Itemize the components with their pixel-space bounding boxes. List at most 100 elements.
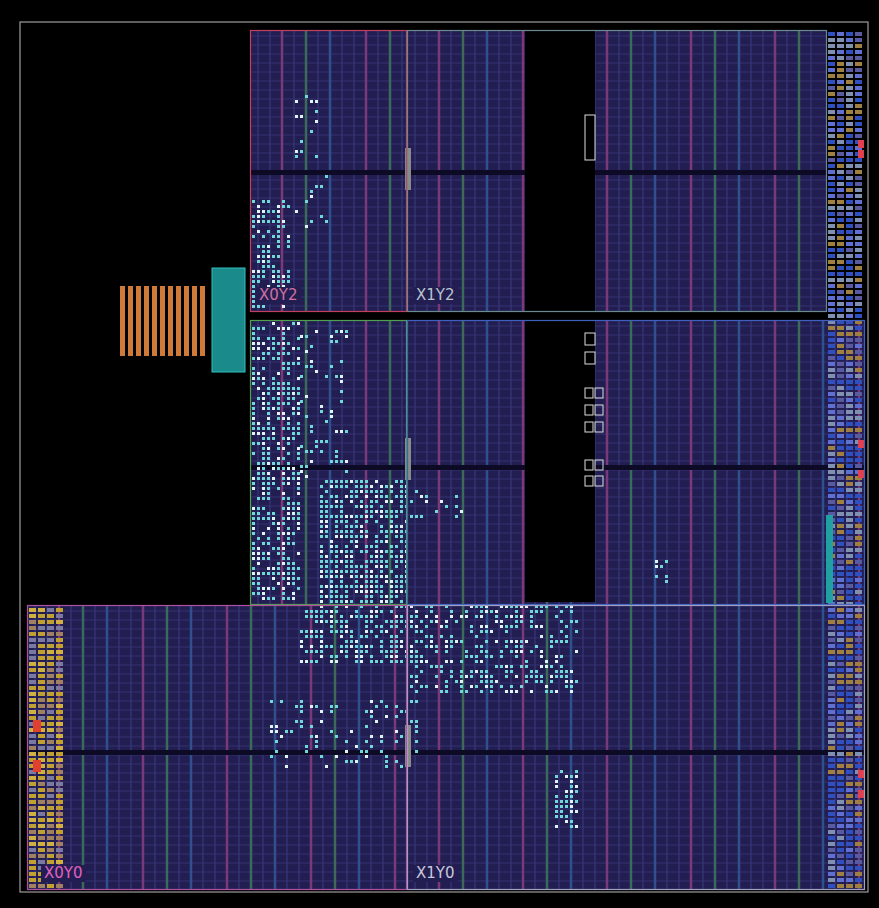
io-pad: [855, 608, 862, 612]
fabric-grid: [27, 30, 865, 890]
placed-cell: [272, 220, 275, 223]
placed-cell: [340, 530, 343, 533]
placed-cell: [287, 582, 290, 585]
placed-cell: [385, 565, 388, 568]
io-pad: [855, 122, 862, 126]
io-pad: [29, 884, 36, 888]
placed-cell: [257, 577, 260, 580]
placed-cell: [282, 542, 285, 545]
placed-cell: [295, 150, 298, 153]
placed-cell: [252, 402, 255, 405]
io-pad: [837, 152, 844, 156]
placed-cell: [272, 512, 275, 515]
io-pad: [47, 788, 54, 792]
placed-cell: [355, 480, 358, 483]
placed-cell: [380, 575, 383, 578]
io-pad: [29, 686, 36, 690]
placed-cell: [282, 362, 285, 365]
placed-cell: [277, 220, 280, 223]
column-line: [606, 320, 609, 605]
placed-cell: [370, 585, 373, 588]
io-pad: [855, 176, 862, 180]
tile-line: [250, 72, 407, 73]
placed-cell: [320, 185, 323, 188]
io-pad: [837, 482, 844, 486]
placed-cell: [297, 477, 300, 480]
io-pad: [846, 116, 853, 120]
placed-cell: [365, 495, 368, 498]
placed-cell: [287, 562, 290, 565]
io-pad: [846, 374, 853, 378]
io-pad: [846, 872, 853, 876]
placed-cell: [252, 532, 255, 535]
placed-cell: [282, 547, 285, 550]
io-pad: [855, 104, 862, 108]
placed-cell: [350, 500, 353, 503]
placed-cell: [287, 235, 290, 238]
io-pad: [837, 182, 844, 186]
io-pad: [38, 620, 45, 624]
placed-cell: [365, 590, 368, 593]
io-pad: [855, 782, 862, 786]
io-pad: [855, 530, 862, 534]
io-pad: [837, 644, 844, 648]
column-line: [95, 605, 96, 890]
io-pad: [837, 362, 844, 366]
clock-spine: [27, 750, 865, 755]
io-pad: [47, 620, 54, 624]
io-pad: [846, 608, 853, 612]
placed-cell: [297, 487, 300, 490]
placed-cell: [262, 392, 265, 395]
placed-cell: [257, 582, 260, 585]
tile-line: [250, 252, 407, 253]
placed-cell: [282, 507, 285, 510]
placed-cell: [295, 210, 298, 213]
io-pad: [47, 776, 54, 780]
placed-cell: [257, 572, 260, 575]
io-pad: [47, 764, 54, 768]
placed-cell: [287, 382, 290, 385]
placed-cell: [370, 595, 373, 598]
placed-cell: [370, 545, 373, 548]
tile-line: [250, 162, 407, 163]
placed-cell: [325, 585, 328, 588]
io-pad: [47, 740, 54, 744]
io-pad: [837, 56, 844, 60]
column-line: [106, 605, 109, 890]
placed-cell: [345, 470, 348, 473]
placed-cell: [345, 515, 348, 518]
io-pad: [846, 722, 853, 726]
io-pad: [855, 506, 862, 510]
io-pad: [855, 734, 862, 738]
io-pad: [837, 62, 844, 66]
placed-cell: [305, 450, 308, 453]
io-pad: [47, 848, 54, 852]
tile-line: [407, 515, 865, 516]
io-pad: [56, 830, 63, 834]
placed-cell: [390, 515, 393, 518]
io-pad: [846, 548, 853, 552]
device-outline: [20, 22, 868, 892]
io-pad: [837, 680, 844, 684]
clock-region-ground: [27, 605, 407, 890]
placed-cell: [252, 482, 255, 485]
column-line: [287, 605, 288, 890]
placed-cell: [262, 200, 265, 203]
tile-line: [407, 180, 827, 181]
tile-line: [250, 551, 407, 552]
io-pad: [29, 692, 36, 696]
io-pad: [855, 170, 862, 174]
io-pad: [855, 590, 862, 594]
placed-cell: [390, 580, 393, 583]
column-line: [643, 605, 644, 890]
placed-cell: [380, 560, 383, 563]
ps-pin: [184, 286, 189, 356]
placed-cell: [252, 542, 255, 545]
placed-cell: [400, 500, 403, 503]
io-pad: [855, 194, 862, 198]
io-pad: [828, 680, 835, 684]
io-pad: [828, 110, 835, 114]
tile-line: [407, 560, 865, 561]
placed-cell: [325, 595, 328, 598]
io-pad: [828, 758, 835, 762]
